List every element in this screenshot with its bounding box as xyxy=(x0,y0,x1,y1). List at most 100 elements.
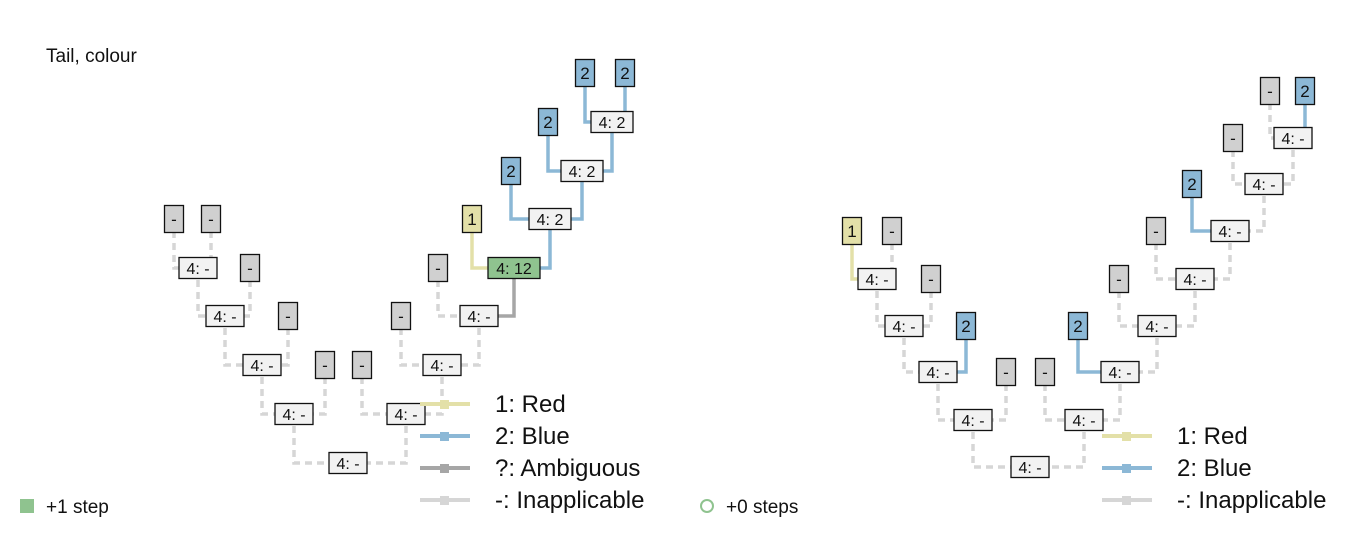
right-tip: 1 xyxy=(841,216,863,246)
left-internal-node: 4: - xyxy=(242,353,282,377)
left-tip-label: 2 xyxy=(620,64,629,83)
left-legend-label: 2: Blue xyxy=(495,423,570,450)
left-legend: 1: Red 2: Blue ?: Ambiguous -: Inapplicable… xyxy=(20,391,644,518)
left-node-label: 4: - xyxy=(336,456,359,473)
right-tree: 4: - 4: - 4: - 4: - 4: - 4: - 4: - 4: - 4: - 4: -… xyxy=(841,76,1316,479)
left-tip: - xyxy=(351,350,373,380)
right-node-label: 4: - xyxy=(1072,413,1095,430)
left-tip-label: - xyxy=(171,210,177,229)
left-tip: 2 xyxy=(614,58,636,88)
right-tip: - xyxy=(881,216,903,246)
right-node-label: 4: - xyxy=(1108,365,1131,382)
right-node-label: 4: - xyxy=(1252,177,1275,194)
right-tip: 2 xyxy=(1294,76,1316,106)
left-internal-node: 4: - xyxy=(274,402,314,426)
right-tip: - xyxy=(1145,216,1167,246)
right-internal-node: 4: - xyxy=(1137,314,1177,338)
right-edge xyxy=(973,372,1008,422)
right-tip: - xyxy=(1222,123,1244,153)
left-node-label: 4: - xyxy=(282,407,305,424)
right-node-label: 4: - xyxy=(926,365,949,382)
left-tip-label: 1 xyxy=(467,210,476,229)
step-square-icon xyxy=(20,499,34,513)
left-tip-label: - xyxy=(398,307,404,326)
right-node-label: 4: - xyxy=(865,272,888,289)
left-node-label: 4: - xyxy=(186,261,209,278)
left-edge xyxy=(260,365,294,416)
left-internal-node: 4: - xyxy=(386,402,426,426)
left-internal-node: 4: 12 xyxy=(487,256,541,280)
right-internal-node: 4: - xyxy=(1100,360,1140,384)
right-tip-label: - xyxy=(1003,363,1009,382)
right-node-label: 4: - xyxy=(1281,131,1304,148)
left-legend-item: -: Inapplicable xyxy=(420,487,644,514)
left-internal-node: 4: - xyxy=(459,304,499,328)
right-tip: 2 xyxy=(1181,169,1203,199)
right-legend-item: 1: Red xyxy=(1102,423,1248,450)
right-steps-label: +0 steps xyxy=(726,497,798,518)
left-internal-node: 4: - xyxy=(328,451,368,475)
right-internal-node: 4: - xyxy=(1273,126,1313,150)
left-legend-label: 1: Red xyxy=(495,391,566,418)
right-edge xyxy=(1030,420,1086,469)
left-tip: 2 xyxy=(574,58,596,88)
left-node-label: 4: 2 xyxy=(569,164,596,181)
right-tip: - xyxy=(1259,76,1281,106)
left-tip-label: 2 xyxy=(580,64,589,83)
left-tree: 4: -4: -4: -4: -4: -4: -4: -4: -4: 124: … xyxy=(163,58,636,475)
right-internal-node: 4: - xyxy=(953,408,993,432)
left-boxes: 4: -4: -4: -4: -4: -4: -4: -4: -4: 124: … xyxy=(163,58,636,475)
left-tip-label: 2 xyxy=(543,113,552,132)
left-tip-label: - xyxy=(247,259,253,278)
left-node-label: 4: 2 xyxy=(599,115,626,132)
left-steps-indicator: +1 step xyxy=(20,497,109,518)
right-internal-node: 4: - xyxy=(1175,267,1215,291)
right-node-label: 4: - xyxy=(961,413,984,430)
right-tip-label: - xyxy=(1267,82,1273,101)
left-tip-label: - xyxy=(435,259,441,278)
right-tip-label: - xyxy=(1153,222,1159,241)
left-node-label: 4: - xyxy=(213,309,236,326)
left-node-label: 4: - xyxy=(394,407,417,424)
step-circle-icon xyxy=(700,499,714,513)
left-tip: - xyxy=(200,204,222,234)
left-node-label: 4: 2 xyxy=(537,212,564,229)
left-edge xyxy=(294,365,327,416)
left-internal-node: 4: - xyxy=(178,256,218,280)
left-tip-label: - xyxy=(285,307,291,326)
right-internal-node: 4: - xyxy=(1210,219,1250,243)
right-tip: - xyxy=(920,264,942,294)
right-internal-node: 4: - xyxy=(857,267,897,291)
left-tip: - xyxy=(239,253,261,283)
right-edge xyxy=(902,326,938,374)
left-internal-node: 4: - xyxy=(205,304,245,328)
figure-title: Tail, colour xyxy=(46,46,137,67)
right-boxes: 4: - 4: - 4: - 4: - 4: - 4: - 4: - 4: - 4: - 4: -… xyxy=(841,76,1316,479)
right-tip: 2 xyxy=(955,311,977,341)
left-tip: 1 xyxy=(461,204,483,234)
left-tip: - xyxy=(390,301,412,331)
right-steps-indicator: +0 steps xyxy=(700,497,798,518)
right-tip-label: - xyxy=(928,270,934,289)
left-tip: - xyxy=(277,301,299,331)
right-tip-label: - xyxy=(1116,270,1122,289)
right-node-label: 4: - xyxy=(892,319,915,336)
right-tip-label: 2 xyxy=(961,317,970,336)
left-tip: - xyxy=(314,350,336,380)
left-internal-node: 4: 2 xyxy=(528,207,572,231)
left-internal-node: 4: 2 xyxy=(590,110,634,134)
right-legend-label: -: Inapplicable xyxy=(1177,487,1326,514)
right-tip-label: - xyxy=(1042,363,1048,382)
right-legend-item: 2: Blue xyxy=(1102,455,1252,482)
right-node-label: 4: - xyxy=(1145,319,1168,336)
left-legend-label: ?: Ambiguous xyxy=(495,455,640,482)
left-legend-item: 2: Blue xyxy=(420,423,570,450)
right-internal-node: 4: - xyxy=(1010,455,1050,479)
left-node-label: 4: 12 xyxy=(496,261,532,278)
right-legend-item: -: Inapplicable xyxy=(1102,487,1326,514)
right-tip: - xyxy=(995,357,1017,387)
right-legend: 1: Red 2: Blue -: Inapplicable +0 steps xyxy=(700,423,1326,518)
left-tip: 2 xyxy=(537,107,559,137)
